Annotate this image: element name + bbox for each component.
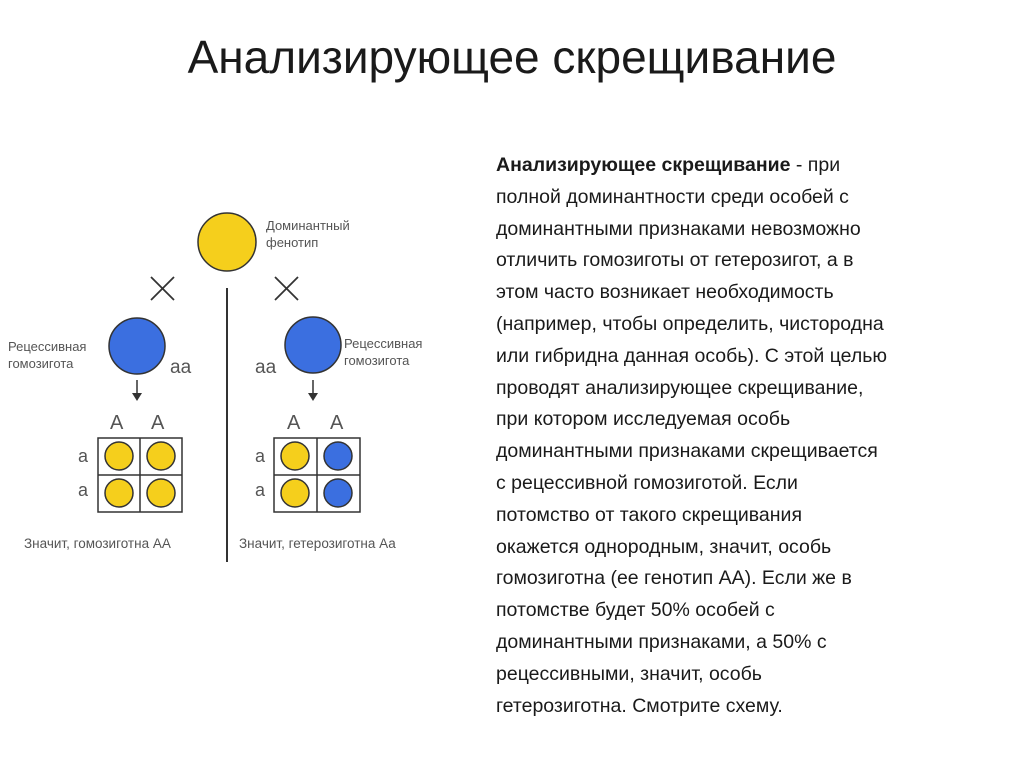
text-line: или гибридна данная особь). С этой целью: [496, 344, 887, 367]
cross-diagram-svg: Доминантный фенотип Рецессивная гомозиго…: [8, 212, 422, 562]
left-row-label-2: а: [78, 480, 89, 500]
text-line: гомозиготна (ее генотип АА). Если же в: [496, 567, 852, 590]
left-punnett-grid: [97, 437, 183, 513]
text-line-1: Анализирующее скрещивание - при: [496, 150, 1020, 182]
left-recessive-circle: [108, 317, 166, 375]
left-parent-label-2: гомозигота: [8, 356, 74, 371]
left-parent-label-1: Рецессивная: [8, 339, 86, 354]
right-punnett-grid: [273, 437, 361, 513]
text-line: отличить гомозиготы от гетерозигот, а в: [496, 249, 854, 272]
cross-diagram: Доминантный фенотип Рецессивная гомозиго…: [0, 200, 470, 580]
right-genotype: аа: [255, 357, 277, 378]
text-line: окажется однородным, значит, особь: [496, 535, 832, 558]
text-line: полной доминантности среди особей с: [496, 185, 849, 208]
right-conclusion: Значит, гетерозиготна Аа: [239, 536, 396, 551]
text-line: доминантными признаками невозможно: [496, 217, 861, 240]
left-offspring-4: [146, 478, 176, 508]
term-bold: Анализирующее скрещивание: [496, 154, 791, 176]
text-line: с рецессивной гомозиготой. Если: [496, 471, 798, 494]
right-row-label-1: а: [255, 446, 266, 466]
dominant-label-1: Доминантный: [266, 218, 350, 233]
cross-sign-right: [274, 276, 299, 301]
right-offspring-1: [280, 441, 310, 471]
text-line: (например, чтобы определить, чистородна: [496, 312, 884, 335]
right-parent-label-1: Рецессивная: [344, 336, 422, 351]
left-arrow: [132, 380, 142, 401]
left-offspring-1: [104, 441, 134, 471]
right-offspring-2: [323, 441, 353, 471]
right-arrow: [308, 380, 318, 401]
right-offspring-3: [280, 478, 310, 508]
text-line: проводят анализирующее скрещивание,: [496, 376, 864, 399]
cross-sign-left: [150, 276, 175, 301]
slide-title: Анализирующее скрещивание: [187, 31, 837, 83]
right-offspring-4: [323, 478, 353, 508]
right-gamete-2: А: [330, 412, 344, 434]
text-line: доминантными признаками, а 50% с: [496, 630, 827, 653]
left-conclusion: Значит, гомозиготна АА: [24, 536, 171, 551]
text-line: при котором исследуемая особь: [496, 408, 791, 431]
left-gamete-2: А: [151, 412, 165, 434]
explanation-text: Анализирующее скрещивание - при полной д…: [496, 150, 1020, 722]
text-line-1-rest: - при: [790, 154, 841, 176]
text-line: этом часто возникает необходимость: [496, 281, 834, 304]
right-row-label-2: а: [255, 480, 266, 500]
dominant-phenotype-circle: [197, 212, 257, 272]
left-offspring-2: [146, 441, 176, 471]
right-recessive-circle: [284, 316, 342, 374]
right-parent-label-2: гомозигота: [344, 353, 410, 368]
text-line: потомство от такого скрещивания: [496, 503, 803, 526]
left-offspring-3: [104, 478, 134, 508]
left-row-label-1: а: [78, 446, 89, 466]
dominant-label-2: фенотип: [266, 235, 318, 250]
text-line: доминантными признаками скрещивается: [496, 440, 878, 463]
text-line: потомстве будет 50% особей с: [496, 599, 775, 622]
right-gamete-1: А: [287, 412, 301, 434]
left-genotype: аа: [170, 357, 192, 378]
text-line: рецессивными, значит, особь: [496, 662, 762, 685]
left-gamete-1: А: [110, 412, 124, 434]
text-line: гетерозиготна. Смотрите схему.: [496, 694, 783, 717]
